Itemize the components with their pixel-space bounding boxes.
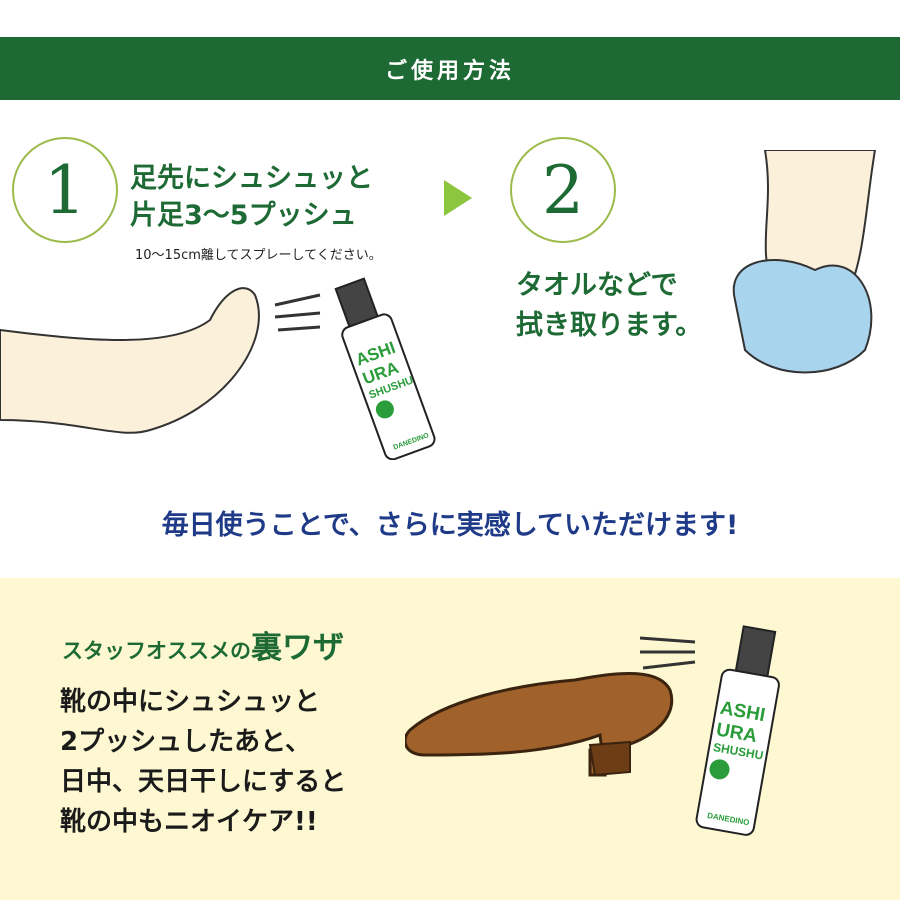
step-1-note: 10～15cm離してスプレーしてください。 bbox=[135, 248, 382, 263]
daily-use-message: 毎日使うことで、さらに実感していただけます! bbox=[161, 510, 739, 541]
tip-heading-emphasis: 裏ワザ bbox=[251, 630, 344, 666]
foot-illustration bbox=[0, 287, 260, 434]
spray-lines-icon bbox=[274, 293, 321, 332]
step-2-line-2: 拭き取ります。 bbox=[516, 310, 703, 341]
tip-line: 2プッシュしたあと、 bbox=[60, 727, 312, 757]
spray-bottle-illustration: ASHI URA SHUSHU DANEDINO bbox=[695, 625, 780, 836]
towel-hands-illustration bbox=[732, 150, 877, 374]
step-1-line-2: 片足3～5プッシュ bbox=[130, 200, 357, 231]
tip-heading-prefix: スタッフオススメの bbox=[62, 639, 251, 663]
step-1-badge: 1 bbox=[12, 137, 118, 243]
tip-line: 靴の中もニオイケア!! bbox=[60, 807, 318, 837]
step-2-line-1: タオルなどで bbox=[516, 270, 678, 301]
step-1-text: 足先にシュシュッと 片足3～5プッシュ bbox=[130, 160, 373, 234]
step-1-line-1: 足先にシュシュッと bbox=[130, 163, 373, 194]
shoe-illustration bbox=[405, 672, 674, 777]
spray-lines-icon bbox=[639, 636, 696, 670]
tip-line: 日中、天日干しにすると bbox=[60, 767, 347, 797]
tip-line: 靴の中にシュシュッと bbox=[60, 687, 321, 717]
step-2-number: 2 bbox=[542, 151, 584, 229]
tip-heading: スタッフオススメの裏ワザ bbox=[62, 622, 344, 667]
tip-body: 靴の中にシュシュッと 2プッシュしたあと、 日中、天日干しにすると 靴の中もニオ… bbox=[60, 682, 346, 842]
step-2-badge: 2 bbox=[510, 137, 616, 243]
step-1-number: 1 bbox=[44, 151, 86, 229]
section-header: ご使用方法 bbox=[0, 37, 900, 100]
next-arrow-icon bbox=[444, 180, 472, 216]
header-title: ご使用方法 bbox=[384, 58, 515, 84]
spray-bottle-illustration: ASHI URA SHUSHU DANEDINO bbox=[334, 277, 436, 460]
step-2-text: タオルなどで 拭き取ります。 bbox=[516, 266, 702, 346]
